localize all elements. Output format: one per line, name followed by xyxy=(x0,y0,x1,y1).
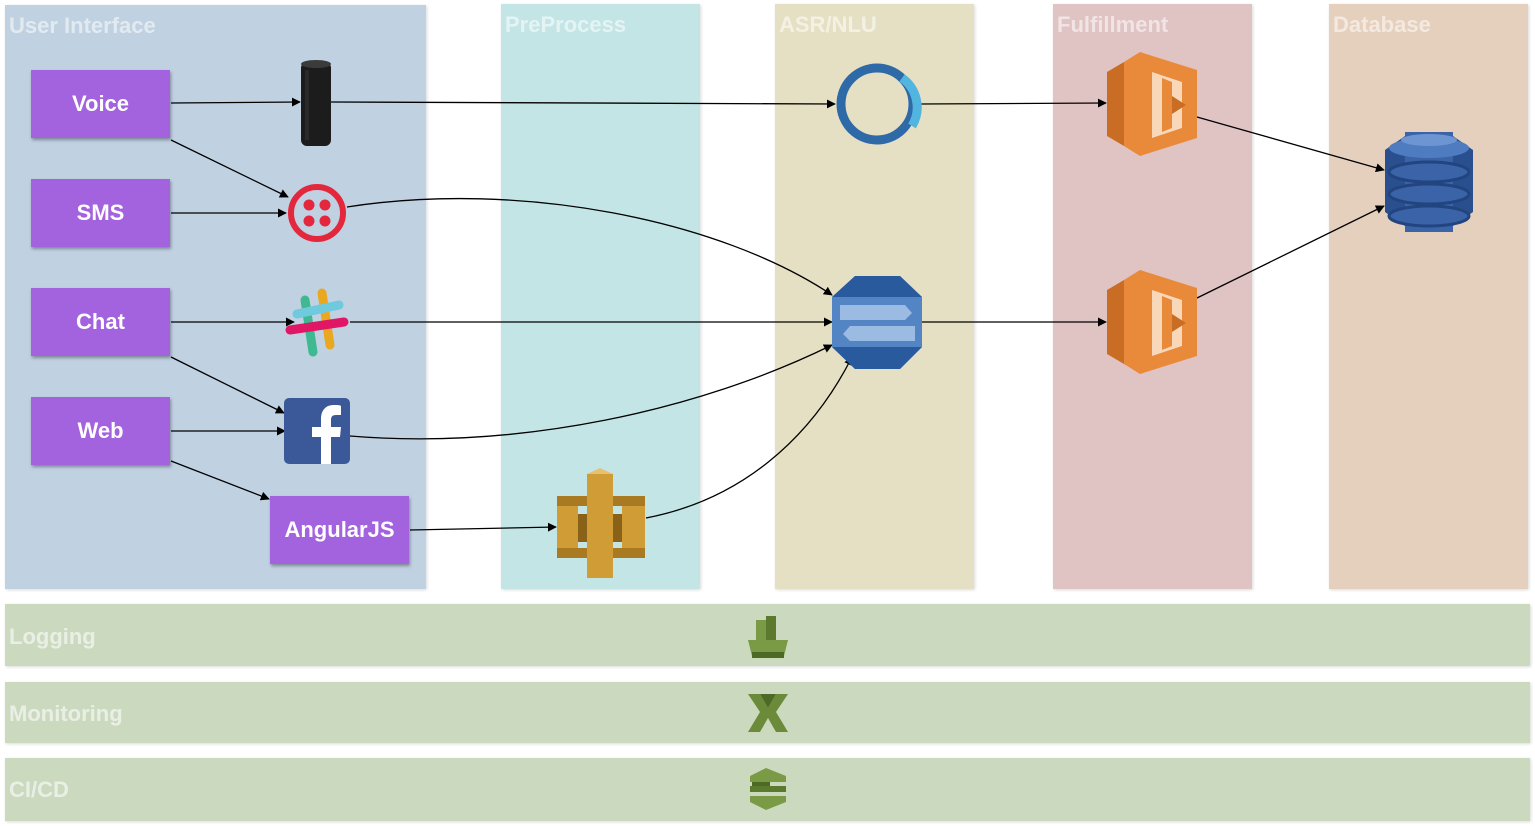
twilio-icon xyxy=(288,184,346,242)
edge-twilio-lex xyxy=(346,197,833,296)
edge-voice-twilio xyxy=(170,139,289,198)
band-title-monitoring: Monitoring xyxy=(9,701,123,726)
cloudwatch-icon xyxy=(748,694,788,732)
lambda-icon-2 xyxy=(1107,270,1197,374)
slack-icon xyxy=(285,288,349,357)
edge-web-angular xyxy=(170,460,270,501)
connectors xyxy=(170,97,1385,532)
lambda-icon-1 xyxy=(1107,52,1197,156)
angularjs-box[interactable]: AngularJS xyxy=(270,496,409,564)
edge-facebook-lex xyxy=(349,344,833,440)
lane-title-fulfillment: Fulfillment xyxy=(1057,12,1169,37)
edge-lambda2-dynamo xyxy=(1196,205,1385,299)
facebook-icon xyxy=(284,398,350,464)
lane-title-preprocess: PreProcess xyxy=(505,12,627,37)
voice-box[interactable]: Voice xyxy=(31,70,170,138)
edge-angular-apigw xyxy=(409,522,557,532)
band-title-cicd: CI/CD xyxy=(9,777,69,802)
lane-title-database: Database xyxy=(1333,12,1431,37)
lex-icon xyxy=(832,276,922,369)
codepipeline-icon xyxy=(750,768,786,810)
sms-box[interactable]: SMS xyxy=(31,179,170,247)
amazon-echo-icon xyxy=(301,60,331,146)
lane-database: Database xyxy=(1329,4,1528,589)
edge-apigw-lex xyxy=(645,356,853,519)
chat-box[interactable]: Chat xyxy=(31,288,170,356)
edge-voice-echo xyxy=(170,97,301,107)
edge-echo-alexa xyxy=(330,99,836,109)
edge-chat-facebook xyxy=(170,356,285,414)
dynamodb-icon xyxy=(1385,132,1473,232)
web-box[interactable]: Web xyxy=(31,397,170,465)
cloudwatch-logs-icon xyxy=(748,616,788,658)
edge-alexa-lambda1 xyxy=(919,98,1107,108)
lane-title-asr-nlu: ASR/NLU xyxy=(779,12,877,37)
band-title-logging: Logging xyxy=(9,624,96,649)
lane-title-user-interface: User Interface xyxy=(9,13,156,38)
api-gateway-icon xyxy=(557,468,645,578)
edge-lambda1-dynamo xyxy=(1196,116,1385,173)
alexa-ring-icon xyxy=(836,63,922,145)
